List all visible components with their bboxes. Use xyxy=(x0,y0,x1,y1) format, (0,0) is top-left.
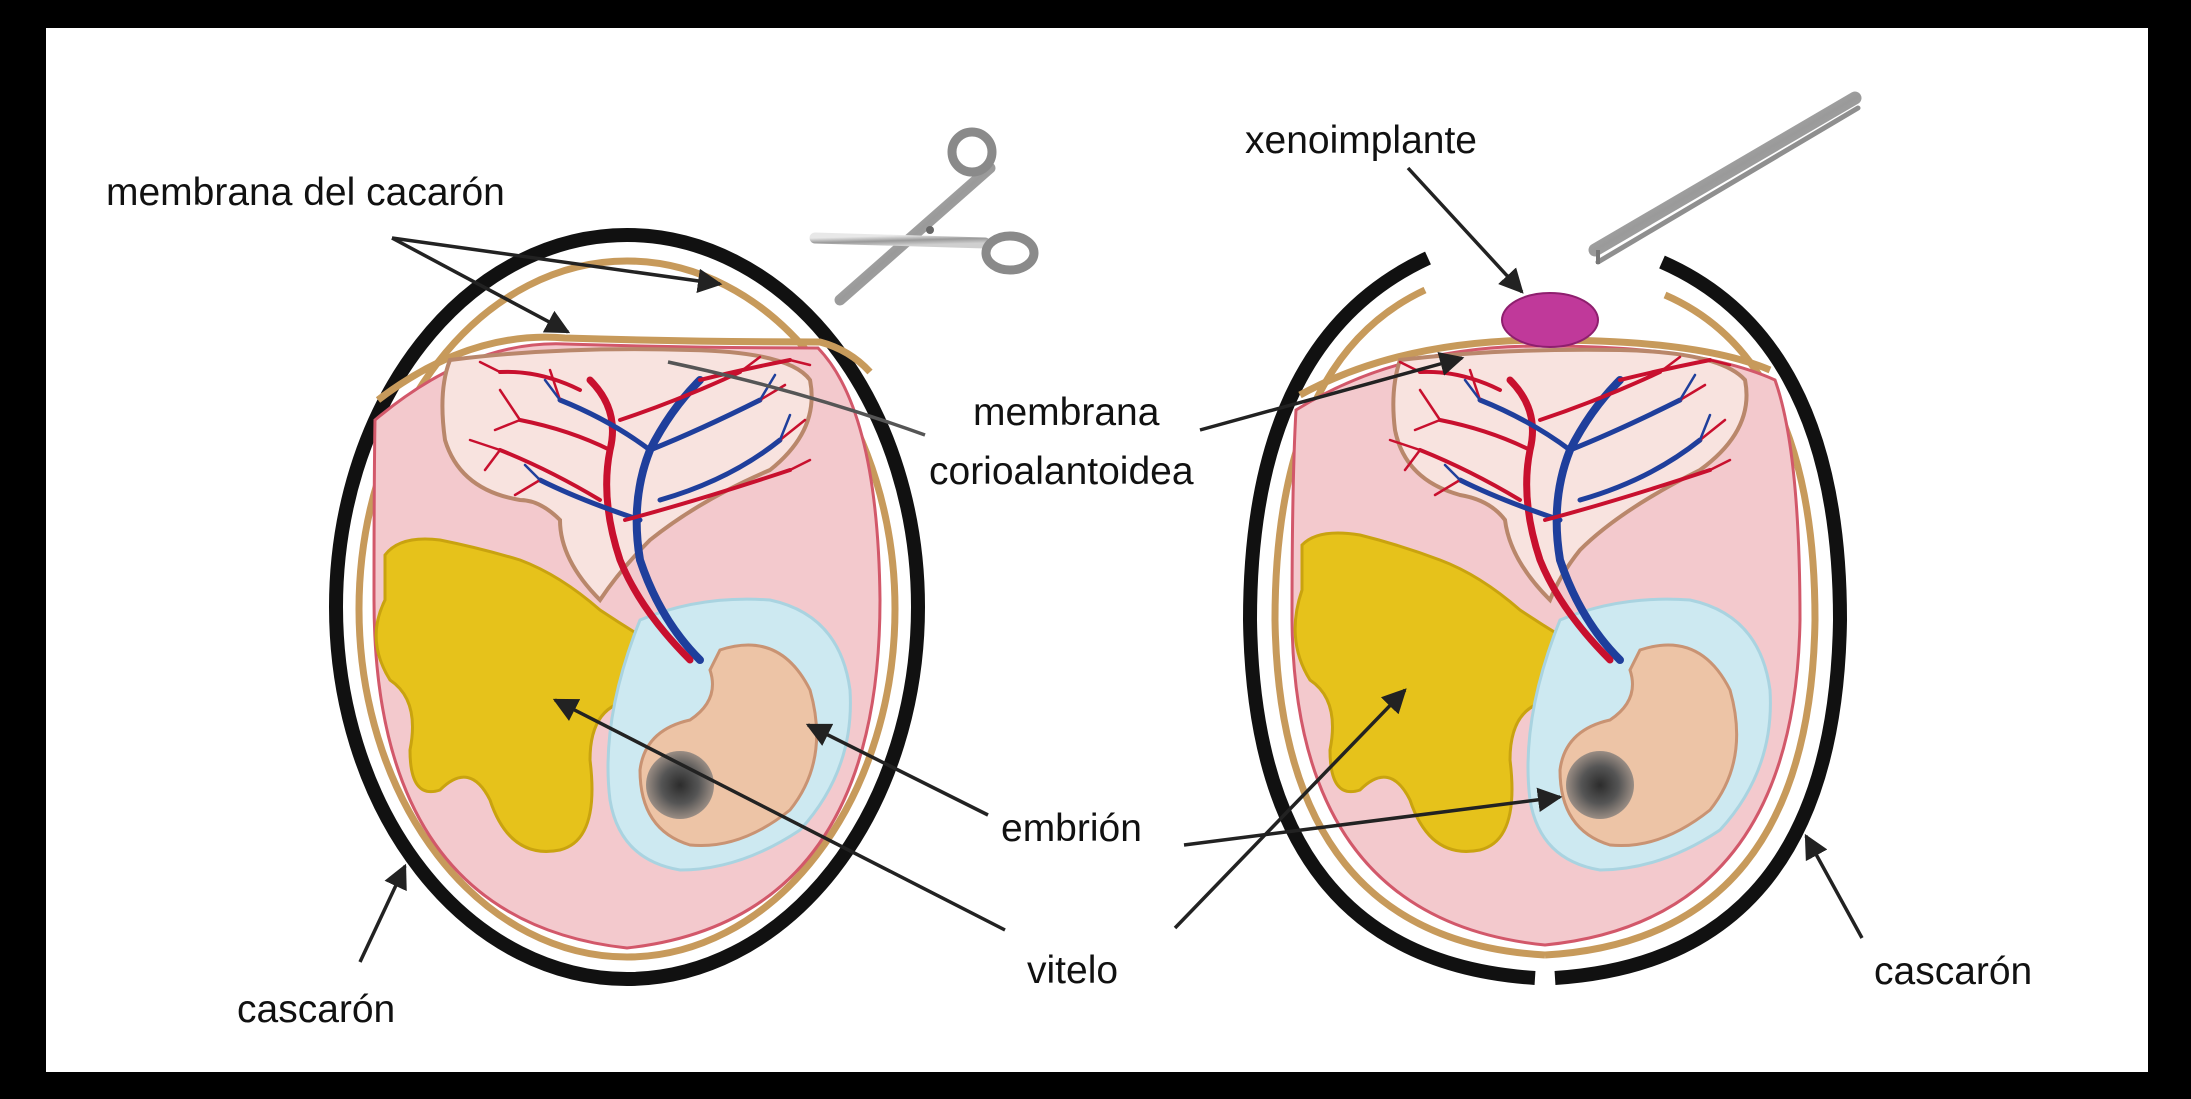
xenograft xyxy=(1502,293,1598,347)
left-egg xyxy=(336,235,918,979)
arrow-shell-right xyxy=(1806,836,1862,938)
left-embryo-eye xyxy=(646,751,714,819)
right-embryo-eye xyxy=(1566,751,1634,819)
label-shell-right: cascarón xyxy=(1874,952,2032,991)
label-cam-line2: corioalantoidea xyxy=(929,452,1194,491)
label-xenograft: xenoimplante xyxy=(1245,121,1477,160)
arrow-shell-left xyxy=(360,866,405,962)
label-embryo: embrión xyxy=(1001,809,1142,848)
scissors-icon xyxy=(815,132,1034,300)
right-egg xyxy=(1250,258,1840,978)
arrow-xenograft xyxy=(1408,168,1522,292)
forceps-icon xyxy=(1595,98,1858,264)
label-shell-membrane: membrana del cacarón xyxy=(106,173,505,212)
label-shell-left: cascarón xyxy=(237,990,395,1029)
label-yolk: vitelo xyxy=(1027,951,1118,990)
label-cam-line1: membrana xyxy=(973,393,1159,432)
